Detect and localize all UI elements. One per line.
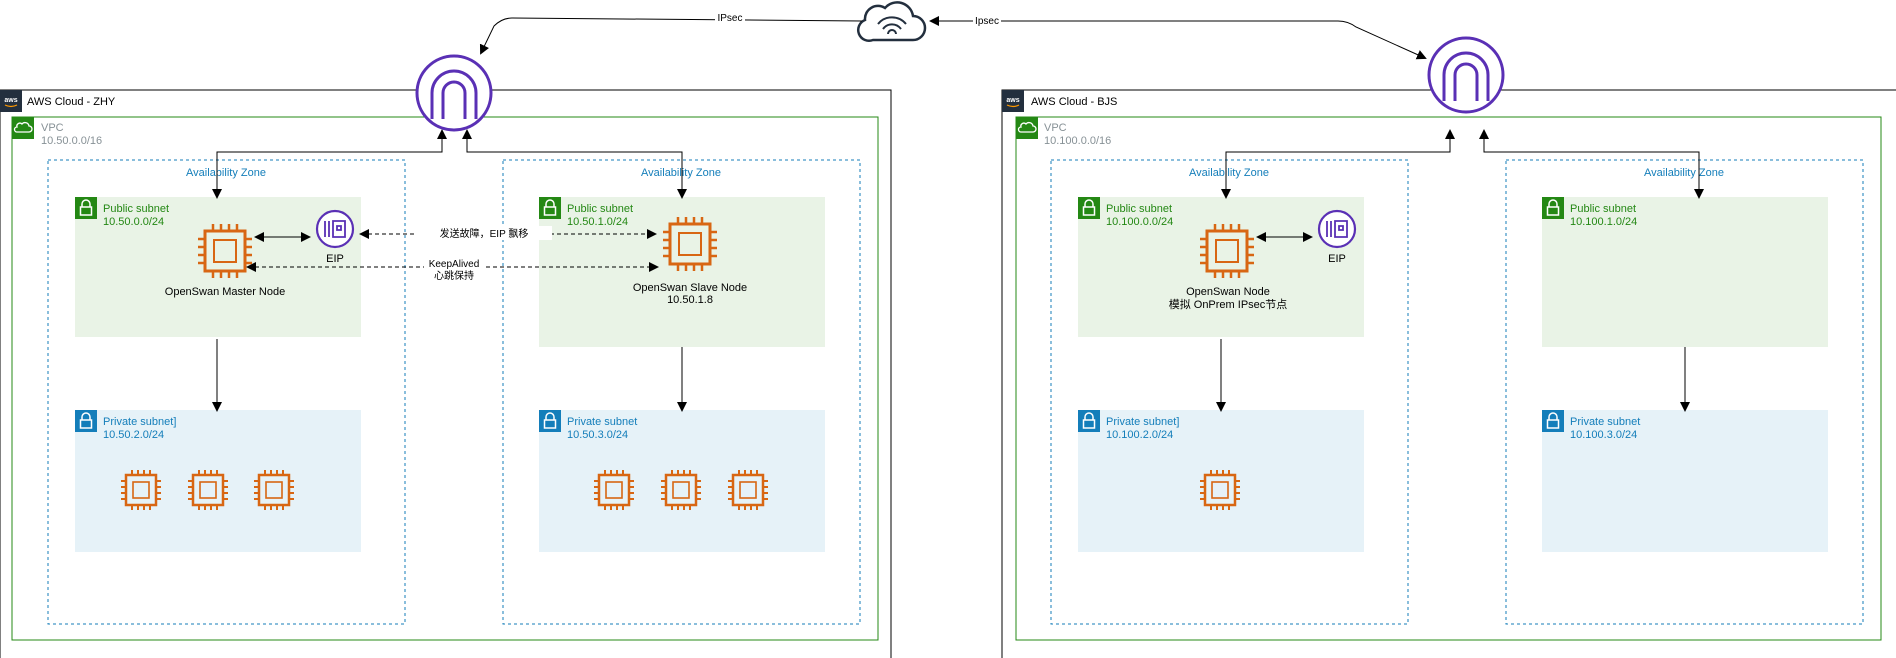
keepalived-label-1: KeepAlived: [429, 259, 480, 270]
vpn-gateway-icon: [415, 54, 493, 132]
public-subnet: Public subnet 10.50.1.0/24: [538, 196, 825, 347]
lock-icon: [1077, 196, 1101, 220]
private-subnet-label: Private subnet]: [103, 416, 176, 428]
vpc-icon: [1015, 116, 1039, 140]
public-subnet-cidr: 10.50.0.0/24: [103, 216, 164, 228]
gateway-az1-edge: [212, 129, 447, 199]
node-label: OpenSwan Slave Node: [633, 282, 747, 294]
cloud-title: AWS Cloud - BJS: [1031, 96, 1117, 108]
eip-label: EIP: [1328, 253, 1346, 265]
az-label: Availability Zone: [1189, 167, 1269, 179]
ipsec-label-left: IPsec: [717, 13, 742, 24]
aws-cloud-bjs: AWS Cloud - BJS VPC 10.100.0.0/16 Availa…: [1001, 89, 1896, 658]
private-subnet-cidr: 10.100.3.0/24: [1570, 429, 1637, 441]
aws-logo-icon: [0, 89, 23, 113]
availability-zone-2: Availability Zone Public subnet 10.100.1…: [1505, 159, 1864, 625]
vpc-bjs: VPC 10.100.0.0/16: [1015, 116, 1882, 641]
cloud-title: AWS Cloud - ZHY: [27, 96, 116, 108]
aws-logo-icon: [1001, 89, 1025, 113]
node-label: OpenSwan Node: [1186, 286, 1270, 298]
node-ip: 10.50.1.8: [667, 294, 713, 306]
gateway-az1-edge: [1221, 129, 1455, 199]
availability-zone-1: Availability Zone Public subnet 10.100.0…: [1050, 159, 1409, 625]
lock-icon: [74, 196, 98, 220]
ipsec-edge-right: [929, 16, 1427, 60]
failover-label: 发送故障，EIP 飘移: [440, 227, 529, 240]
gateway-az2-edge: [462, 129, 687, 199]
private-subnet: Private subnet 10.100.3.0/24: [1541, 409, 1828, 552]
vpc-label: VPC: [41, 122, 64, 134]
private-subnet-label: Private subnet: [567, 416, 637, 428]
node-label: OpenSwan Master Node: [165, 286, 285, 298]
lock-icon: [1541, 409, 1565, 433]
vpc-cidr: 10.100.0.0/16: [1044, 135, 1111, 147]
vpn-gateway-icon: [1427, 36, 1505, 114]
elastic-ip-icon: [315, 209, 355, 249]
public-subnet-cidr: 10.50.1.0/24: [567, 216, 628, 228]
lock-icon: [1541, 196, 1565, 220]
vpc-zhy: VPC 10.50.0.0/16: [11, 116, 879, 641]
az-label: Availability Zone: [186, 167, 266, 179]
ipsec-label-right: Ipsec: [975, 16, 999, 27]
private-subnet-cidr: 10.100.2.0/24: [1106, 429, 1173, 441]
public-subnet-label: Public subnet: [567, 203, 633, 215]
ipsec-edge-left: [479, 17, 863, 55]
lock-icon: [74, 409, 98, 433]
public-subnet-label: Public subnet: [1570, 203, 1636, 215]
vpc-icon: [11, 116, 35, 140]
private-subnet-cidr: 10.50.2.0/24: [103, 429, 164, 441]
public-subnet: Public subnet 10.100.1.0/24: [1541, 196, 1828, 347]
node-sublabel: 模拟 OnPrem IPsec节点: [1169, 297, 1288, 311]
internet-cloud-icon: [856, 1, 927, 42]
private-subnet-cidr: 10.50.3.0/24: [567, 429, 628, 441]
gateway-az2-edge: [1479, 129, 1704, 199]
vpc-label: VPC: [1044, 122, 1067, 134]
aws-cloud-zhy: AWS Cloud - ZHY VPC 10.50.0.0/16 Availab…: [0, 89, 892, 658]
private-subnet-label: Private subnet]: [1106, 416, 1179, 428]
availability-zone-2: Availability Zone Public subnet 10.50.1.…: [502, 159, 861, 625]
private-subnet: Private subnet 10.50.3.0/24: [538, 409, 825, 552]
eip-label: EIP: [326, 253, 344, 265]
lock-icon: [1077, 409, 1101, 433]
vpc-cidr: 10.50.0.0/16: [41, 135, 102, 147]
public-subnet: Public subnet 10.100.0.0/24: [1077, 196, 1364, 337]
private-subnet-label: Private subnet: [1570, 416, 1640, 428]
lock-icon: [538, 196, 562, 220]
private-subnet: Private subnet] 10.100.2.0/24: [1077, 409, 1364, 552]
public-subnet-label: Public subnet: [1106, 203, 1172, 215]
keepalived-label-2: 心跳保持: [434, 269, 474, 282]
elastic-ip-icon: [1317, 209, 1357, 249]
public-subnet-cidr: 10.100.0.0/24: [1106, 216, 1173, 228]
private-subnet: Private subnet] 10.50.2.0/24: [74, 409, 361, 552]
az-label: Availability Zone: [1644, 167, 1724, 179]
public-subnet-label: Public subnet: [103, 203, 169, 215]
availability-zone-1: Availability Zone Public subnet 10.50.0.…: [47, 159, 406, 625]
lock-icon: [538, 409, 562, 433]
public-subnet-cidr: 10.100.1.0/24: [1570, 216, 1637, 228]
az-label: Availability Zone: [641, 167, 721, 179]
